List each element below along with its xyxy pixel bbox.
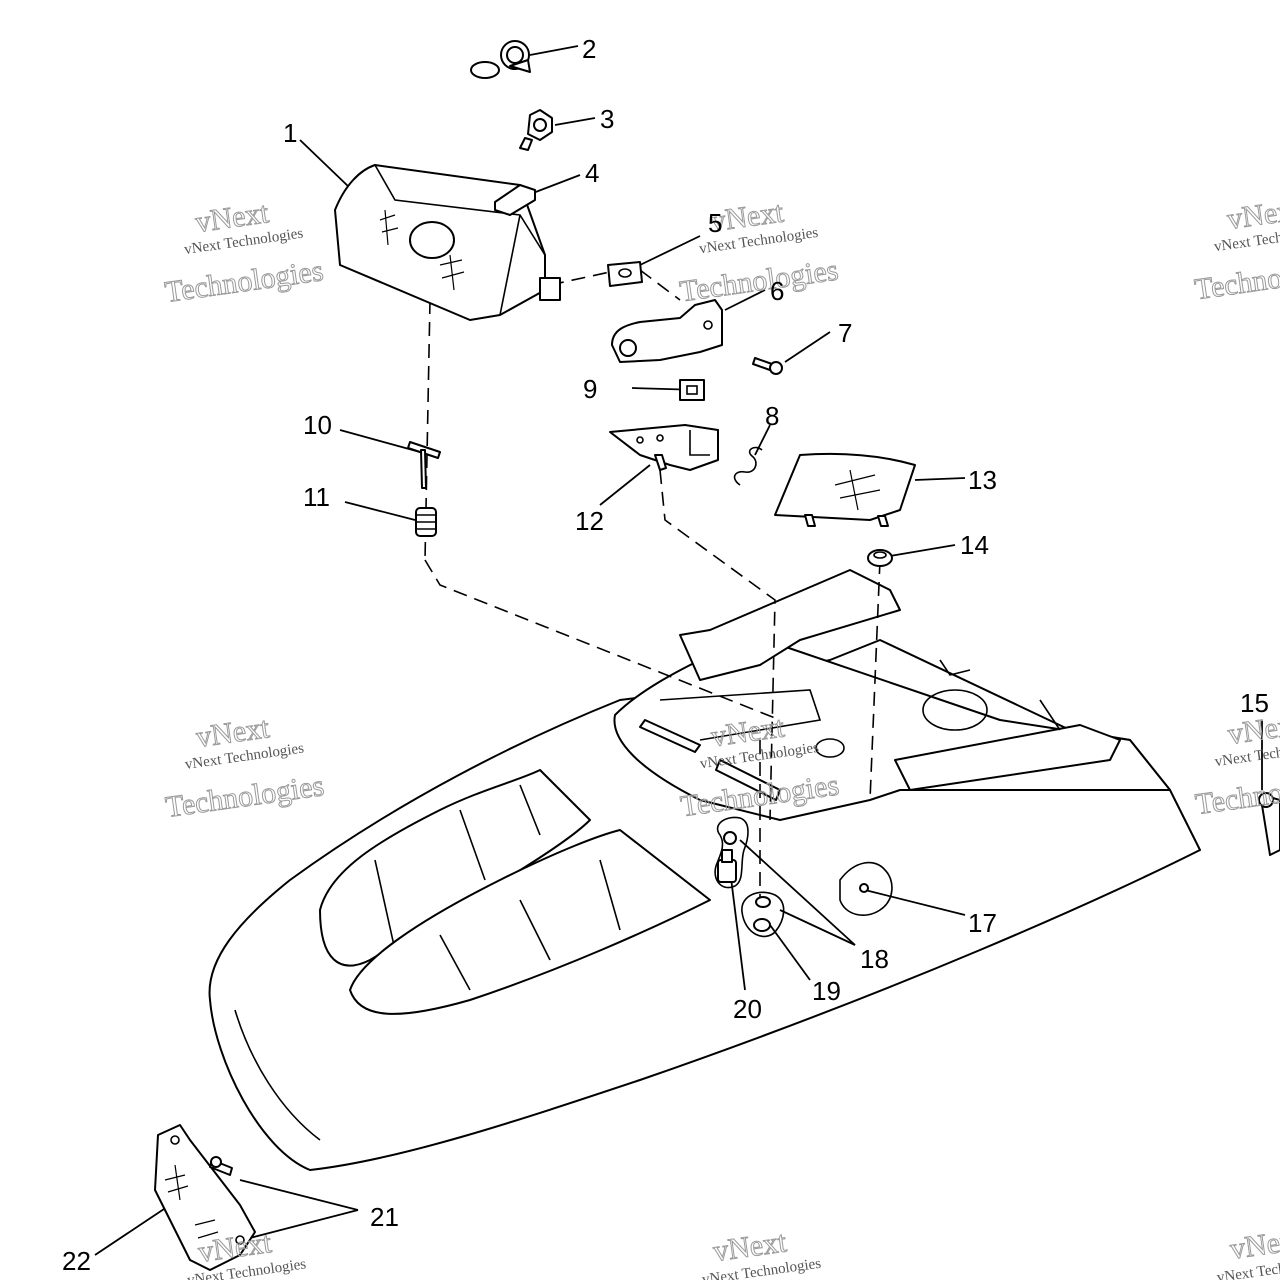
watermark-brand-line1: vNext [1228, 1223, 1280, 1266]
callout-15: 15 [1240, 688, 1269, 718]
callout-22: 22 [62, 1246, 91, 1276]
callout-6: 6 [770, 276, 784, 306]
watermark-brand-line2: Technologies [163, 254, 326, 309]
callout-11: 11 [303, 482, 330, 512]
watermark-bottom-center: vNext vNext Technologies [701, 1225, 822, 1280]
watermark-top-center: vNext Technologies vNext Technologies [677, 195, 841, 309]
callout-21: 21 [370, 1202, 399, 1232]
part-5-grommet [607, 261, 643, 287]
part-2-bulb [470, 40, 531, 79]
part-20-stud [714, 816, 749, 889]
callout-labels: 1 2 3 4 5 6 7 8 9 10 11 12 13 14 15 17 1… [62, 34, 1269, 1276]
callout-9: 9 [583, 374, 597, 404]
part-9-washer [679, 379, 705, 401]
part-22-rear-bracket [154, 1124, 256, 1271]
callout-1: 1 [283, 118, 297, 148]
callout-12: 12 [575, 506, 604, 536]
part-21-screw [209, 1156, 233, 1176]
callout-19: 19 [812, 976, 841, 1006]
watermark-top-right: vNext Technologies vNext Technologies [1192, 193, 1280, 307]
part-17-screw-plate [839, 861, 893, 916]
watermark-brand-line1: vNext [1225, 193, 1280, 236]
callout-7: 7 [838, 318, 852, 348]
watermark-brand-line2: Technologies [678, 253, 841, 308]
part-13-lens-cover [774, 452, 916, 527]
part-8-spring-clip [733, 446, 763, 486]
callout-17: 17 [968, 908, 997, 938]
part-4-small-lens [494, 184, 536, 216]
watermark-mid-right: vNext Technologies vNext Technologies [1193, 708, 1280, 822]
watermark-brand-line2: Technologies [1193, 251, 1280, 306]
part-11-spring [415, 507, 437, 537]
callout-18: 18 [860, 944, 889, 974]
callout-4: 4 [585, 158, 599, 188]
part-12-mount-bracket [609, 424, 719, 471]
part-15-strap [1258, 792, 1280, 856]
part-10-t-bolt [407, 441, 441, 489]
part-3-bulb-socket [519, 109, 553, 151]
part-19-washer [741, 891, 785, 938]
watermark-brand-line2: Technologies [164, 769, 327, 824]
watermark-bottom-right: vNext vNext Technologies [1216, 1222, 1280, 1280]
part-14-nut [867, 549, 893, 567]
callout-13: 13 [968, 465, 997, 495]
watermark-mid-left: vNext Technologies vNext Technologies [163, 711, 327, 825]
callout-8: 8 [765, 401, 779, 431]
part-7-screw [752, 357, 783, 375]
callout-20: 20 [733, 994, 762, 1024]
part-1-headlight-housing [334, 164, 561, 321]
callout-14: 14 [960, 530, 989, 560]
callout-5: 5 [708, 208, 722, 238]
callout-3: 3 [600, 104, 614, 134]
part-6-bracket [611, 299, 723, 363]
hood-shell [208, 569, 1201, 1171]
watermark-top-left: vNext Technologies vNext Technologies [162, 196, 326, 310]
callout-2: 2 [582, 34, 596, 64]
callout-10: 10 [303, 410, 332, 440]
